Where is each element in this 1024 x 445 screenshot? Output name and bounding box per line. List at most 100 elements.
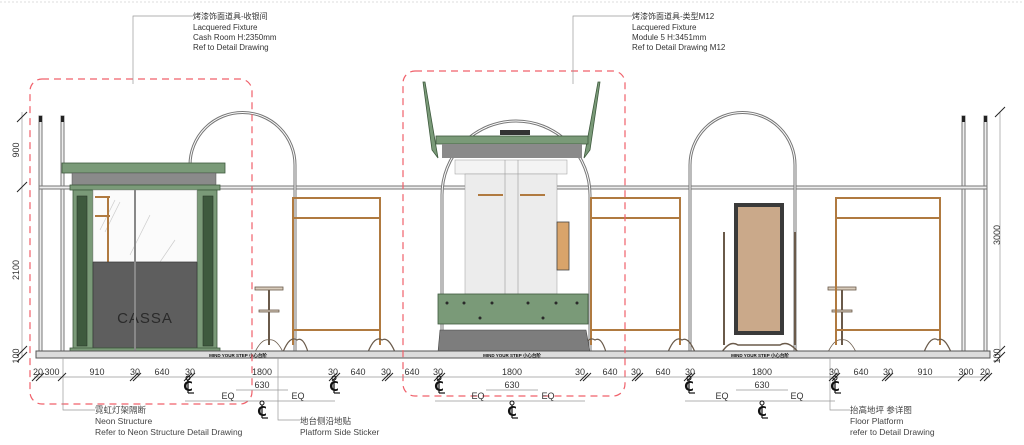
dimension-label: 30 (883, 367, 893, 377)
module-fixture (422, 81, 601, 353)
dimension-tick (983, 372, 993, 382)
dimension-label: 1800 (502, 367, 522, 377)
centerline-icon: C (830, 375, 841, 395)
svg-text:地台侧沿地贴: 地台侧沿地贴 (300, 416, 352, 426)
dimension-label: 30 (575, 367, 585, 377)
dimension-tick (31, 372, 41, 382)
dimension-label: 30 (381, 367, 391, 377)
dimension-label: 20 (33, 367, 43, 377)
svg-text:EQ: EQ (790, 391, 803, 401)
dimension-label: 640 (655, 367, 670, 377)
centerline-icon: C (434, 375, 445, 395)
svg-text:EQ: EQ (471, 391, 484, 401)
dimension-label: 640 (154, 367, 169, 377)
dimension-label: 20 (980, 367, 990, 377)
platform-text: MIND YOUR STEP 小心台阶 (209, 352, 267, 359)
dimension-tick (384, 372, 394, 382)
svg-text:Lacquered Fixture: Lacquered Fixture (632, 23, 697, 32)
centerline-icon: C (757, 400, 768, 420)
dimension-tick (957, 372, 967, 382)
dimension-label: 30 (130, 367, 140, 377)
dimension-tick (884, 372, 894, 382)
svg-text:抬高地坪 参详图: 抬高地坪 参详图 (850, 405, 912, 415)
dimension-label: 910 (917, 367, 932, 377)
dimension-tick (328, 372, 338, 382)
side-table (254, 286, 857, 353)
svg-text:Platform Side Sticker: Platform Side Sticker (300, 427, 380, 437)
svg-text:EQ: EQ (291, 391, 304, 401)
cassa-sign: CASSA (117, 310, 173, 327)
dimension-tick (35, 372, 45, 382)
svg-text:EQ: EQ (221, 391, 234, 401)
dimension-label: 30 (328, 367, 338, 377)
dimension-tick (979, 372, 989, 382)
dimension-tick (381, 372, 391, 382)
svg-text:Ref to Detail Drawing M12: Ref to Detail Drawing M12 (632, 43, 726, 52)
centerline-icon: C (684, 375, 695, 395)
dimension-label: 30 (829, 367, 839, 377)
centerline-icon: C (257, 400, 268, 420)
svg-text:refer to Detail Drawing: refer to Detail Drawing (850, 427, 935, 437)
dimension-tick (683, 372, 693, 382)
svg-text:Floor Platform: Floor Platform (850, 416, 903, 426)
dimension-label: 30 (433, 367, 443, 377)
svg-text:100: 100 (11, 348, 21, 363)
svg-text:Refer to Neon Structure Detail: Refer to Neon Structure Detail Drawing (95, 427, 243, 437)
callout-platform: 抬高地坪 参详图 Floor Platform refer to Detail … (850, 405, 935, 437)
dimension-label: 910 (89, 367, 104, 377)
svg-text:3000: 3000 (992, 225, 1002, 245)
svg-text:霓虹灯架隔断: 霓虹灯架隔断 (95, 405, 147, 415)
platform-text: MIND YOUR STEP 小心台阶 (483, 352, 541, 359)
svg-text:Neon Structure: Neon Structure (95, 416, 152, 426)
svg-text:烤漆饰面道具-收银间: 烤漆饰面道具-收银间 (193, 11, 268, 21)
dimension-tick (433, 372, 443, 382)
callout-neon: 霓虹灯架隔断 Neon Structure Refer to Neon Stru… (95, 405, 243, 437)
svg-text:EQ: EQ (541, 391, 554, 401)
svg-text:EQ: EQ (715, 391, 728, 401)
dimension-label: 640 (853, 367, 868, 377)
vertical-dimensions: 900 2100 100 3000 100 (11, 106, 1006, 364)
dimension-tick (631, 372, 641, 382)
svg-text:Module 5 H:3451mm: Module 5 H:3451mm (632, 33, 707, 42)
centerline-icon: C (329, 375, 340, 395)
dimension-tick (579, 372, 589, 382)
dimension-label: 300 (44, 367, 59, 377)
svg-text:2100: 2100 (11, 260, 21, 280)
callout-module: 烤漆饰面道具-类型M12 Lacquered Fixture Module 5 … (632, 11, 726, 52)
svg-text:630: 630 (504, 380, 519, 390)
dimension-tick (57, 372, 67, 382)
svg-text:630: 630 (754, 380, 769, 390)
centerline-icon: C (507, 400, 518, 420)
dimension-label: 640 (350, 367, 365, 377)
dimension-label: 30 (685, 367, 695, 377)
svg-text:Lacquered Fixture: Lacquered Fixture (193, 23, 258, 32)
dimension-label: 1800 (752, 367, 772, 377)
svg-text:100: 100 (992, 348, 1002, 363)
markup-box-cash-room (29, 78, 253, 405)
dimension-label: 300 (958, 367, 973, 377)
standing-mirror (721, 203, 799, 353)
clothing-racks (282, 197, 952, 353)
svg-text:烤漆饰面道具-类型M12: 烤漆饰面道具-类型M12 (632, 11, 715, 21)
dimension-label: 30 (185, 367, 195, 377)
svg-text:900: 900 (11, 142, 21, 157)
svg-text:Ref to Detail Drawing: Ref to Detail Drawing (193, 43, 269, 52)
callout-sticker: 地台侧沿地贴 Platform Side Sticker (300, 416, 380, 437)
callout-cash-room: 烤漆饰面道具-收银间 Lacquered Fixture Cash Room H… (193, 11, 277, 52)
dimension-label: 1800 (252, 367, 272, 377)
svg-text:Cash Room H:2350mm: Cash Room H:2350mm (193, 33, 277, 42)
dimension-label: 640 (404, 367, 419, 377)
cash-room-booth: CASSA (61, 162, 226, 353)
dimension-tick (132, 372, 142, 382)
platform-text: MIND YOUR STEP 小心台阶 (731, 352, 789, 359)
dimension-tick (129, 372, 139, 382)
dimension-tick (582, 372, 592, 382)
floor-platform: MIND YOUR STEP 小心台阶 MIND YOUR STEP 小心台阶 … (35, 350, 991, 359)
dimension-tick (881, 372, 891, 382)
dimension-tick (634, 372, 644, 382)
markup-box-module (402, 70, 626, 397)
svg-text:630: 630 (254, 380, 269, 390)
dimension-tick (183, 372, 193, 382)
